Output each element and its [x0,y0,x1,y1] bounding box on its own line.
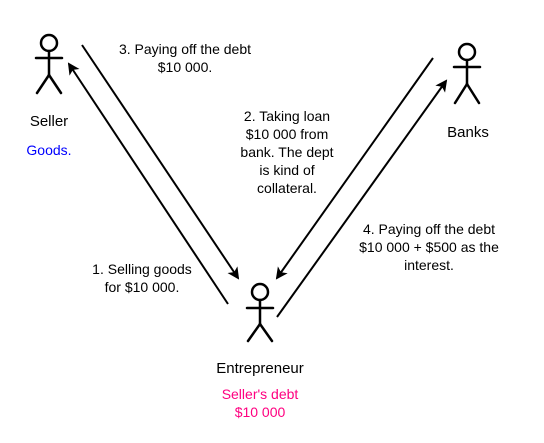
banks-actor-icon [452,42,482,105]
seller-name: Seller [29,113,69,130]
seller-actor-icon [34,33,64,95]
step1-label: 1. Selling goods for $10 000. [92,261,192,295]
entrepreneur-note: Seller's debt $10 000 [221,386,299,420]
arrow-step4-entrepreneur-to-banks [276,79,448,318]
arrow-step1-entrepreneur-to-seller [67,62,229,305]
seller-note: Goods. [26,142,72,158]
entrepreneur-name: Entrepreneur [216,360,304,377]
step2-label: 2. Taking loan $10 000 from bank. The de… [240,108,334,196]
step3-label: 3. Paying off the debt $10 000. [118,41,252,75]
banks-name: Banks [447,124,489,141]
entrepreneur-actor-icon [245,282,275,343]
step4-label: 4. Paying off the debt $10 000 + $500 as… [359,221,499,273]
arrow-step3-seller-to-entrepreneur [81,44,240,280]
arrow-step2-banks-to-entrepreneur [275,57,434,280]
